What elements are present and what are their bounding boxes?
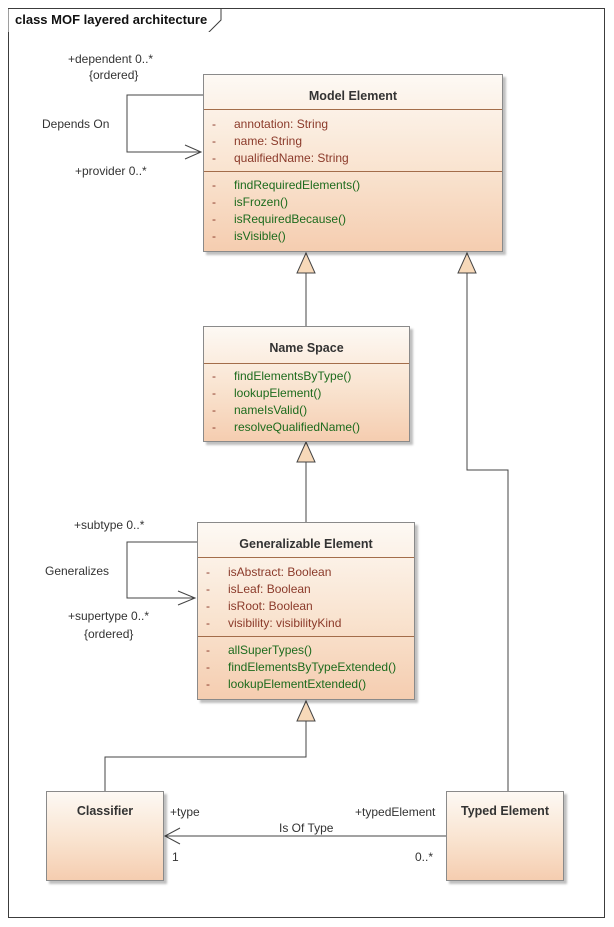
operations-compartment: -findRequiredElements() -isFrozen() -isR… [204,171,502,250]
operation-row: -findElementsByTypeExtended() [206,660,397,674]
depends-on-association [126,94,203,153]
typedelement-generalization-triangle [457,251,477,274]
genelement-generalization-triangle [296,440,316,463]
diagram-frame [8,8,605,918]
is-of-type-label: Is Of Type [279,821,334,835]
attribute-row: -name: String [212,134,303,148]
generalizes-arrowhead [177,590,197,606]
class-name: Name Space [269,341,344,355]
attribute-row: -isRoot: Boolean [206,599,313,613]
class-name: Typed Element [461,804,549,818]
dependent-ordered-label: {ordered} [89,68,139,82]
classifier-generalization-triangle [296,699,316,722]
class-typed-element[interactable]: Typed Element [446,791,564,881]
provider-role-label: +provider 0..* [75,164,147,178]
class-name: Generalizable Element [239,537,373,551]
class-model-element[interactable]: Model Element -annotation: String -name:… [203,74,503,252]
typed-element-role-label: +typedElement [355,805,436,819]
attribute-row: -qualifiedName: String [212,151,349,165]
attribute-row: -visibility: visibilityKind [206,616,342,630]
operation-row: -lookupElementExtended() [206,677,367,691]
operation-row: -nameIsValid() [212,403,308,417]
type-multiplicity-label: 1 [172,850,179,864]
attributes-compartment: -isAbstract: Boolean -isLeaf: Boolean -i… [198,557,414,636]
attribute-row: -isAbstract: Boolean [206,565,332,579]
operation-row: -isFrozen() [212,195,289,209]
operation-row: -isRequiredBecause() [212,212,347,226]
subtype-role-label: +subtype 0..* [74,518,145,532]
operations-compartment: -findElementsByType() -lookupElement() -… [204,363,409,441]
is-of-type-arrowhead [163,827,181,845]
frame-tab [8,8,222,32]
class-name: Model Element [308,89,398,103]
typed-element-multiplicity-label: 0..* [415,850,434,864]
depends-on-arrowhead [184,144,203,160]
operation-row: -lookupElement() [212,386,322,400]
generalizes-label: Generalizes [45,564,110,578]
typedelement-generalization-line [466,273,509,791]
operation-row: -allSuperTypes() [206,643,313,657]
class-name: Classifier [76,804,134,818]
attributes-compartment: -annotation: String -name: String -quali… [204,109,502,171]
supertype-ordered-label: {ordered} [84,627,134,641]
depends-on-label: Depends On [42,117,110,131]
operations-compartment: -allSuperTypes() -findElementsByTypeExte… [198,636,414,698]
dependent-role-label: +dependent 0..* [68,52,154,66]
diagram-title: class MOF layered architecture [15,12,208,27]
operation-row: -resolveQualifiedName() [212,420,361,434]
operation-row: -findRequiredElements() [212,178,361,192]
type-role-label: +type [170,805,200,819]
class-name-space[interactable]: Name Space -findElementsByType() -lookup… [203,326,410,442]
namespace-generalization-triangle [296,251,316,274]
operation-row: -findElementsByType() [212,369,352,383]
generalizes-association [126,541,197,599]
class-generalizable-element[interactable]: Generalizable Element -isAbstract: Boole… [197,522,415,700]
supertype-role-label: +supertype 0..* [68,609,150,623]
class-classifier[interactable]: Classifier [46,791,164,881]
attribute-row: -annotation: String [212,117,329,131]
attribute-row: -isLeaf: Boolean [206,582,311,596]
operation-row: -isVisible() [212,229,286,243]
classifier-generalization-line [104,721,307,791]
